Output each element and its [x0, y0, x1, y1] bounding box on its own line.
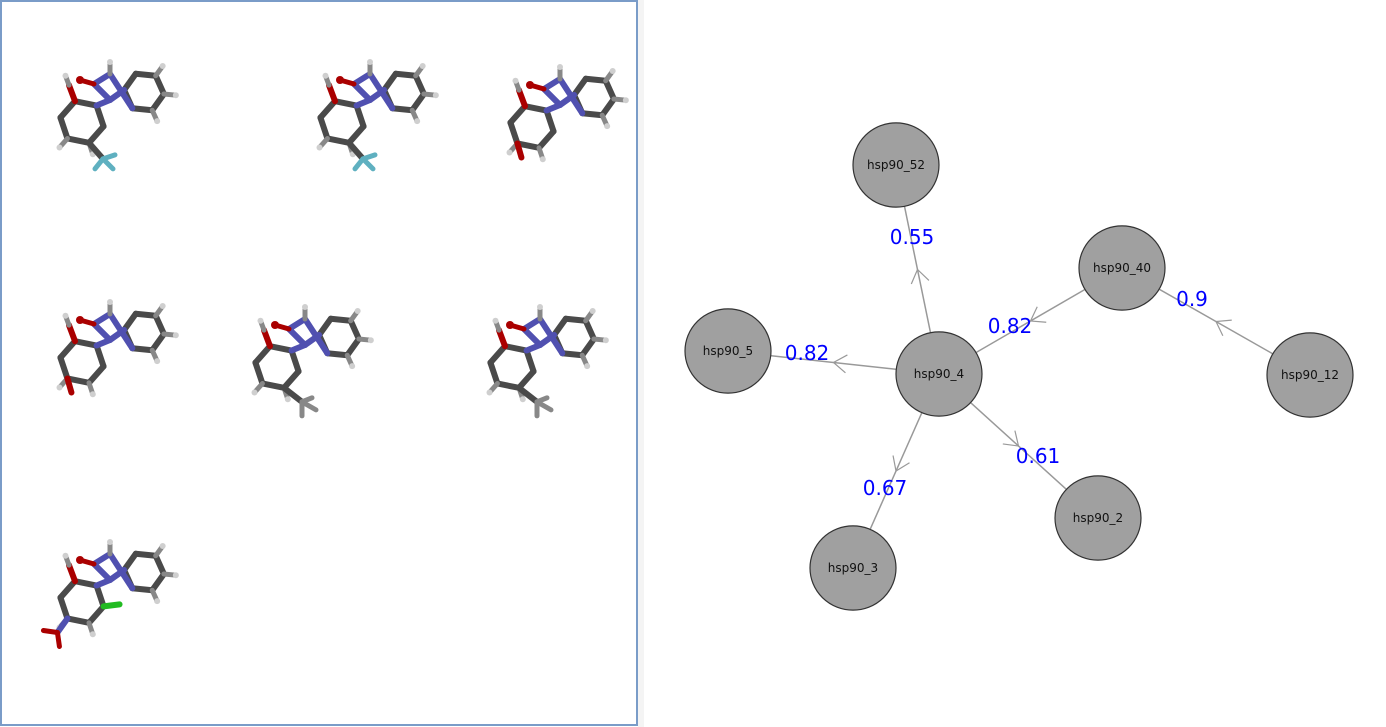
node-hsp90_52[interactable]: hsp90_52 [852, 122, 940, 208]
node-circle[interactable] [852, 122, 940, 208]
similarity-network-graph: 0.55 0.82 0.9 0.82 0.67 0.61 hsp90_52 hsp90_40… [684, 122, 1354, 611]
node-label: hsp90_5 [703, 344, 753, 358]
node-circle[interactable] [809, 525, 897, 611]
edge-weight-label: 0.82 [785, 341, 830, 365]
arrow-head-icon [832, 354, 848, 374]
molecule-structure-5[interactable] [251, 304, 374, 419]
node-hsp90_5[interactable]: hsp90_5 [684, 308, 772, 394]
arrow-head-icon [892, 455, 910, 472]
edge-weight-label: 0.9 [1176, 287, 1208, 311]
molecule-structure-4[interactable] [56, 299, 179, 398]
edge-weight-label: 0.82 [988, 314, 1033, 338]
molecule-structure-1[interactable] [56, 59, 179, 172]
node-hsp90_40[interactable]: hsp90_40 [1078, 225, 1166, 311]
node-circle[interactable] [684, 308, 772, 394]
molecule-structure-7[interactable] [40, 539, 179, 649]
edge-weight-label: 0.61 [1016, 444, 1061, 468]
node-circle[interactable] [895, 331, 983, 417]
molecule-structure-6[interactable] [486, 304, 609, 419]
node-label: hsp90_12 [1281, 368, 1339, 382]
node-label: hsp90_3 [828, 561, 878, 575]
node-circle[interactable] [1078, 225, 1166, 311]
arrow-head-icon [1029, 306, 1047, 323]
node-label: hsp90_52 [867, 158, 925, 172]
node-hsp90_4[interactable]: hsp90_4 [895, 331, 983, 417]
node-circle[interactable] [1266, 332, 1354, 418]
molecule-structures-panel [0, 0, 638, 726]
node-hsp90_12[interactable]: hsp90_12 [1266, 332, 1354, 418]
arrow-head-icon [1215, 319, 1232, 337]
arrow-head-icon [1002, 430, 1020, 447]
node-circle[interactable] [1054, 475, 1142, 561]
molecule-grid [40, 59, 629, 649]
node-label: hsp90_40 [1093, 261, 1151, 275]
arrow-head-icon [910, 268, 930, 285]
molecule-structure-3[interactable] [506, 64, 629, 163]
node-label: hsp90_4 [914, 367, 964, 381]
panel-divider[interactable] [638, 0, 644, 727]
node-label: hsp90_2 [1073, 511, 1123, 525]
molecule-structure-2[interactable] [316, 59, 439, 172]
node-hsp90_3[interactable]: hsp90_3 [809, 525, 897, 611]
node-hsp90_2[interactable]: hsp90_2 [1054, 475, 1142, 561]
edge-weight-label: 0.55 [890, 225, 935, 249]
edge-weight-label: 0.67 [863, 476, 908, 500]
